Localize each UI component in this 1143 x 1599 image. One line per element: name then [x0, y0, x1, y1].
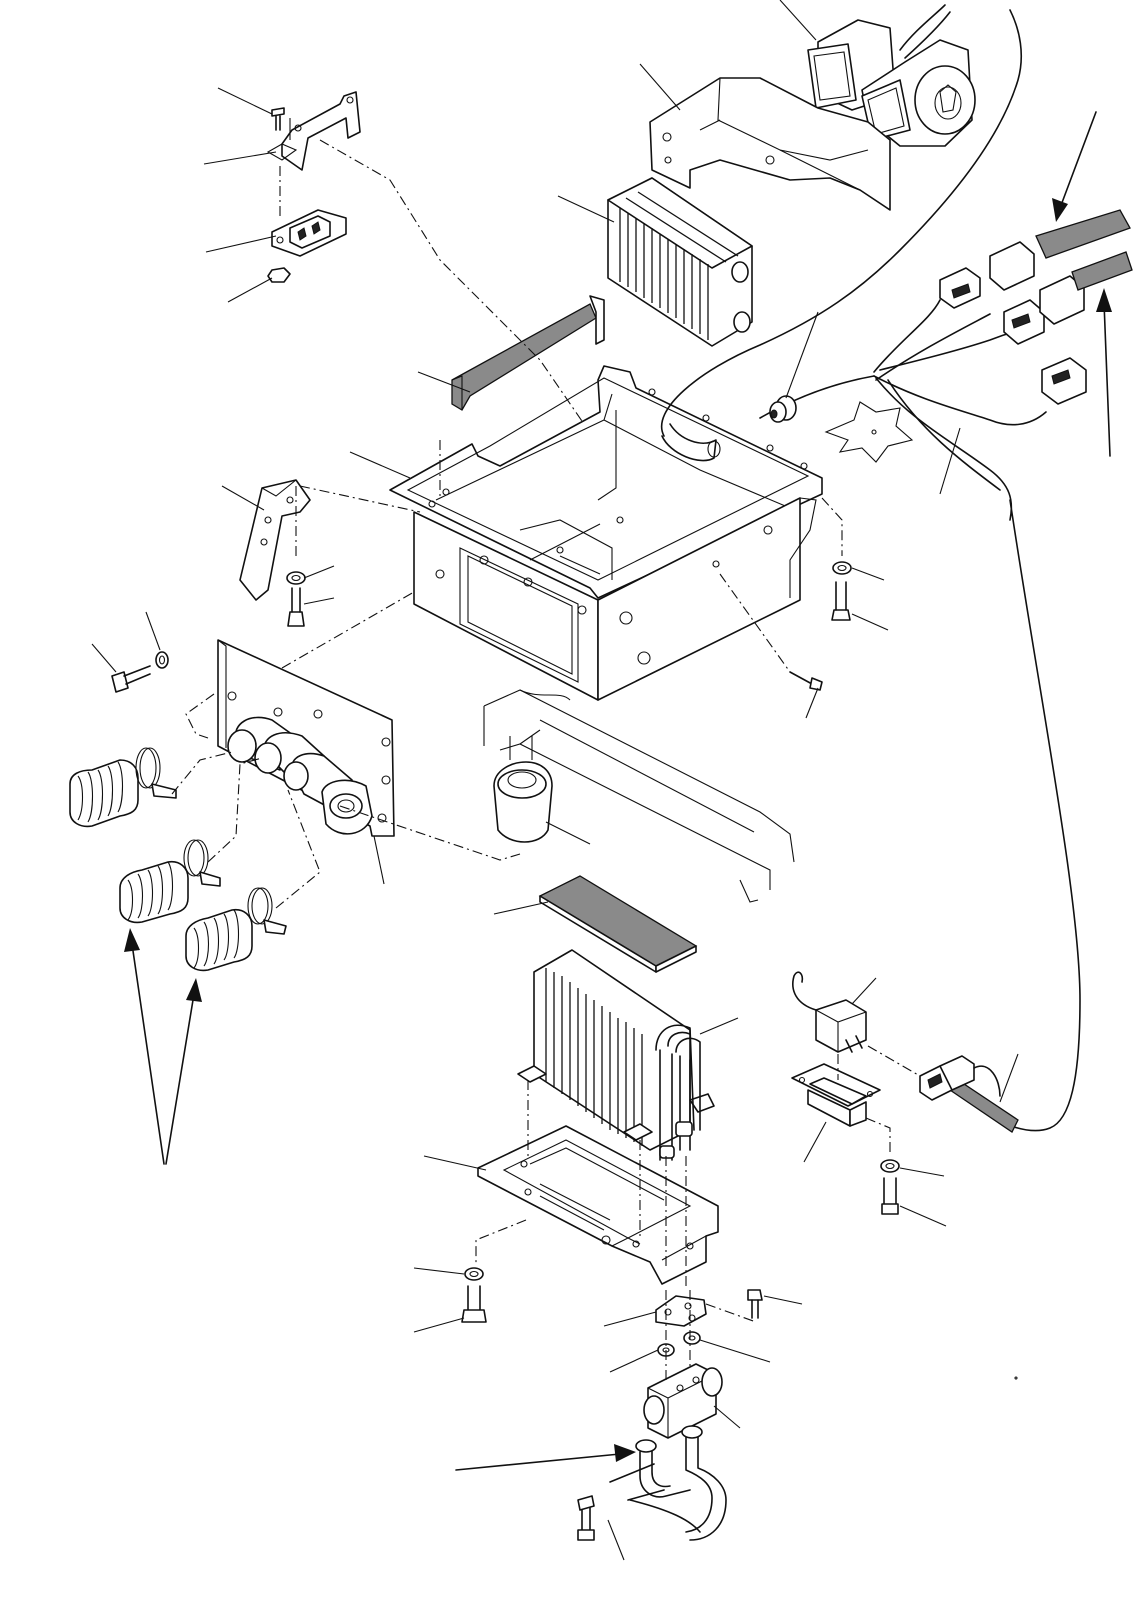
resistor-unit — [272, 210, 346, 256]
duct-hose — [120, 862, 188, 923]
heater-core — [518, 950, 714, 1160]
bolt — [882, 1178, 898, 1214]
center-line — [822, 498, 842, 556]
center-line — [340, 806, 520, 860]
center-line — [186, 694, 214, 738]
center-line — [706, 1304, 756, 1322]
stray-mark — [1015, 1377, 1017, 1379]
center-line — [476, 1220, 526, 1264]
relay-connector — [920, 1056, 1000, 1100]
blower-mounting-bracket — [650, 78, 890, 210]
blower-motor-assembly — [808, 5, 975, 146]
gasket-sheet — [826, 402, 912, 462]
duct-connector — [218, 640, 394, 836]
resistor-bracket — [268, 92, 360, 170]
duct-hose — [186, 910, 252, 971]
center-line — [868, 1046, 920, 1076]
bolt — [462, 1286, 486, 1322]
relay — [793, 972, 866, 1052]
drain-fitting — [494, 736, 552, 842]
direction-arrow — [1052, 112, 1096, 222]
bolt — [832, 582, 850, 620]
lower-case-tray — [478, 1126, 718, 1284]
resistor-nut — [268, 268, 290, 282]
duct-hose — [70, 760, 138, 826]
wire-harness — [662, 10, 1132, 1132]
screw — [790, 672, 822, 690]
washer — [833, 562, 851, 574]
hose-clamp — [248, 888, 286, 934]
washer — [287, 572, 305, 584]
direction-arrow — [166, 978, 202, 1164]
o-ring — [684, 1332, 700, 1344]
pipe-fitting — [610, 1426, 726, 1540]
resistor-screw — [272, 108, 284, 130]
washer — [465, 1268, 483, 1280]
seal-strip — [452, 296, 604, 410]
washer — [881, 1160, 899, 1172]
direction-arrow — [124, 928, 164, 1164]
center-line — [172, 752, 232, 794]
expansion-valve — [644, 1364, 722, 1438]
bolt — [112, 666, 150, 692]
screw — [578, 1496, 594, 1540]
side-bracket — [240, 480, 310, 600]
bolt — [288, 588, 304, 626]
valve-plate — [656, 1296, 706, 1326]
hose-clamp — [184, 840, 220, 886]
evaporator-core — [608, 178, 752, 346]
direction-arrow — [456, 1444, 636, 1470]
screw — [748, 1290, 762, 1318]
center-line — [866, 1118, 890, 1156]
direction-arrow — [1096, 288, 1112, 456]
hose-clamp — [136, 748, 176, 798]
filter-pad — [540, 876, 696, 972]
center-line — [282, 592, 414, 668]
center-line — [208, 758, 262, 862]
center-line — [320, 140, 650, 520]
center-line — [300, 486, 420, 512]
heater-housing-case — [390, 366, 822, 700]
relay-socket — [792, 1064, 880, 1126]
center-line — [276, 790, 320, 908]
grommet — [770, 396, 796, 422]
center-line — [720, 574, 790, 672]
washer — [156, 652, 168, 668]
leader-lines — [92, 0, 1018, 1560]
